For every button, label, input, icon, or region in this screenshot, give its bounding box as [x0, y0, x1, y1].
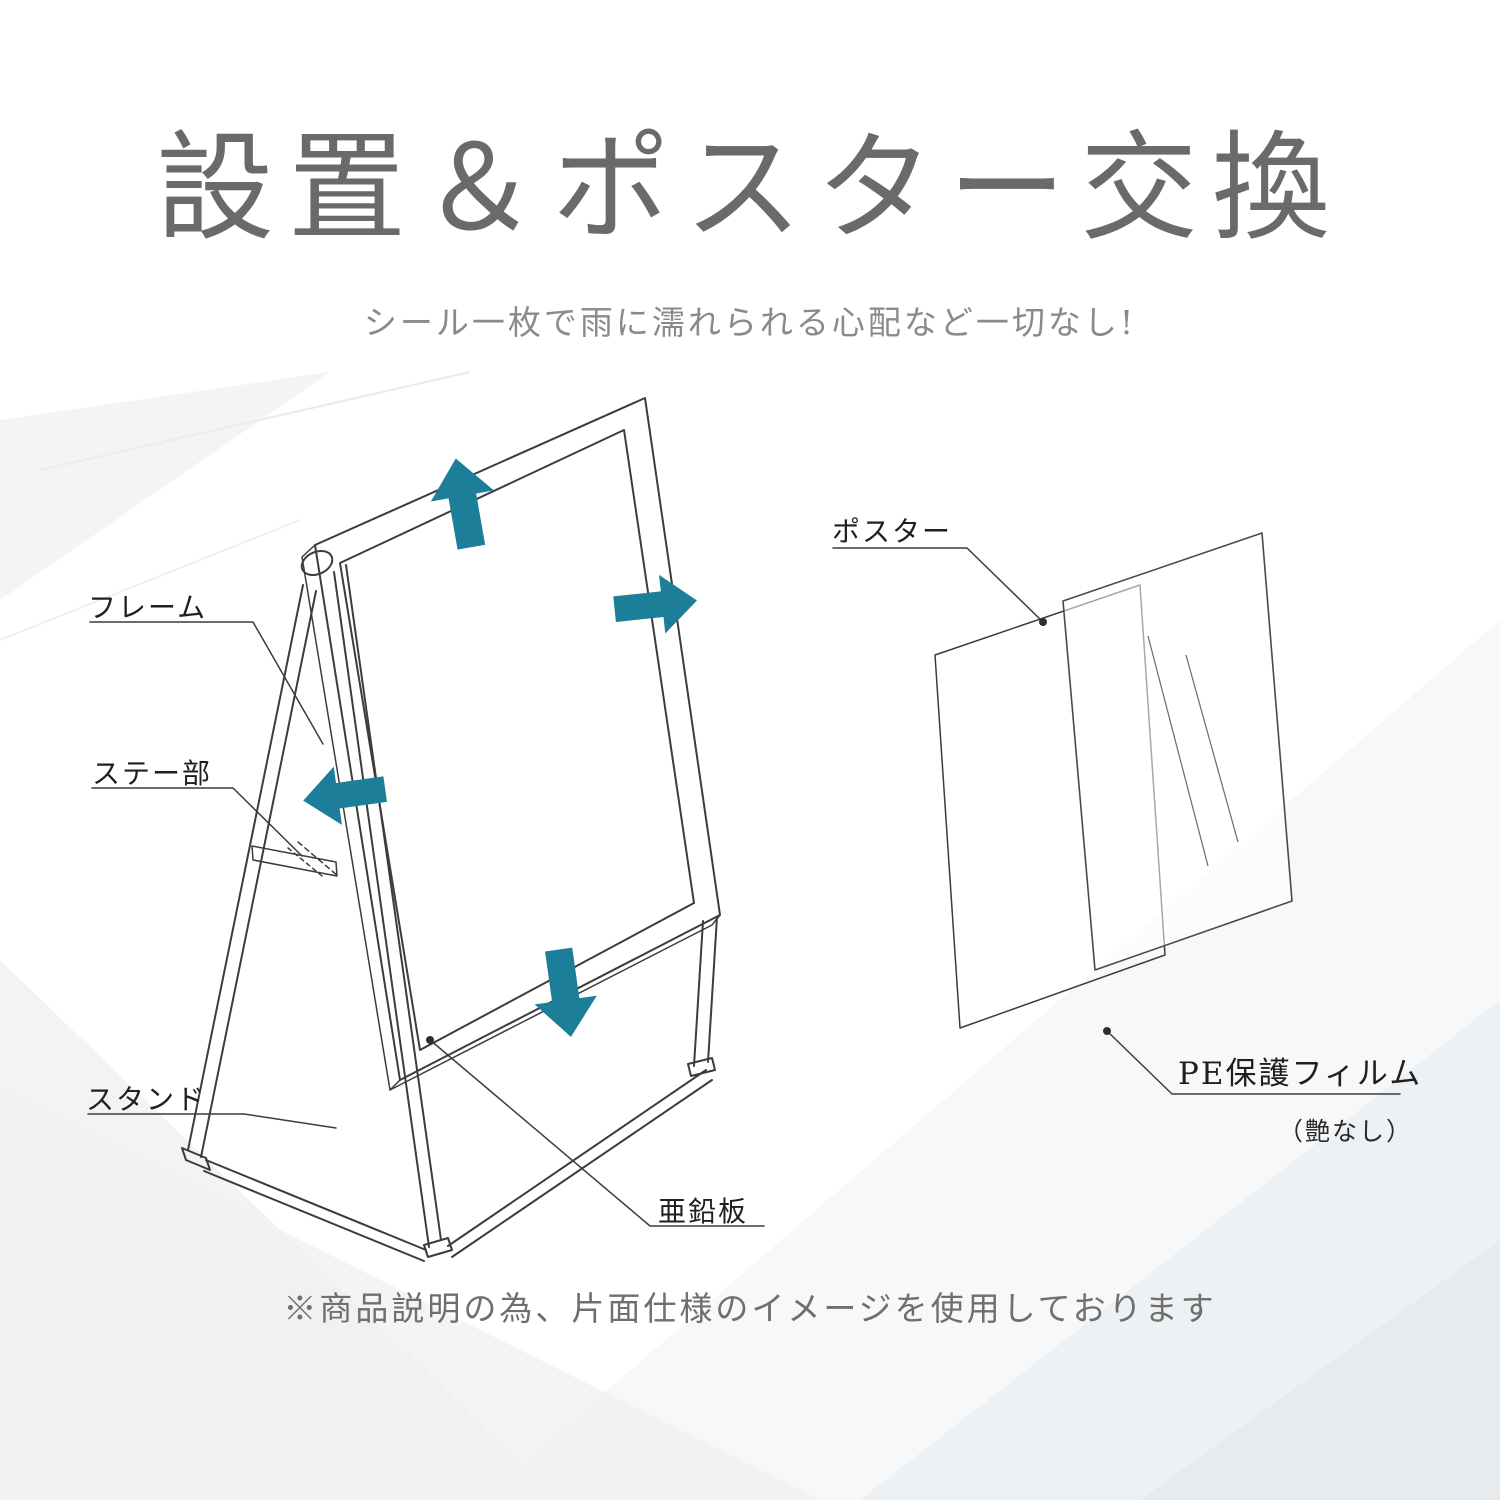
sign-frame — [314, 397, 721, 1081]
label-pe-film: PE保護フィルム — [1178, 1056, 1423, 1092]
label-frame: フレーム — [88, 591, 208, 624]
label-stay: ステー部 — [92, 757, 213, 790]
page-subtitle: シール一枚で雨に濡れられる心配など一切なし! — [363, 303, 1137, 342]
label-zinc-plate: 亜鉛板 — [658, 1195, 749, 1228]
sign-board-panel — [339, 429, 695, 1051]
leader-frame — [89, 621, 324, 745]
leader-stand — [87, 1113, 337, 1129]
leader-lines — [87, 547, 1401, 1227]
label-stand: スタンド — [86, 1083, 207, 1116]
leader-pe-film — [1106, 1030, 1401, 1095]
label-poster: ポスター — [832, 515, 953, 548]
leader-poster — [832, 547, 1044, 623]
leader-stay — [91, 787, 303, 857]
leader-zinc-plate — [429, 1039, 765, 1227]
stand-right-leg — [693, 916, 718, 1067]
direction-arrows — [303, 458, 697, 1037]
arrow-down-icon — [534, 947, 597, 1037]
label-pe-film-note: （艶なし） — [1278, 1117, 1414, 1146]
poster-film-illustration — [934, 532, 1293, 1029]
page-title: 設置＆ポスター交換 — [155, 119, 1344, 257]
a-frame-stand-illustration — [181, 397, 721, 1262]
stand-bottom-bar-left — [203, 1159, 427, 1262]
arrow-left-icon — [303, 766, 387, 825]
footnote: ※商品説明の為、片面仕様のイメージを使用しております — [283, 1289, 1217, 1328]
hinge-cap — [300, 550, 334, 576]
stay-bracket — [251, 845, 338, 877]
pe-film-sheet — [1062, 532, 1293, 971]
arrow-right-icon — [613, 574, 697, 634]
arrow-up-icon — [430, 458, 494, 550]
stand-front-leg — [187, 584, 317, 1158]
